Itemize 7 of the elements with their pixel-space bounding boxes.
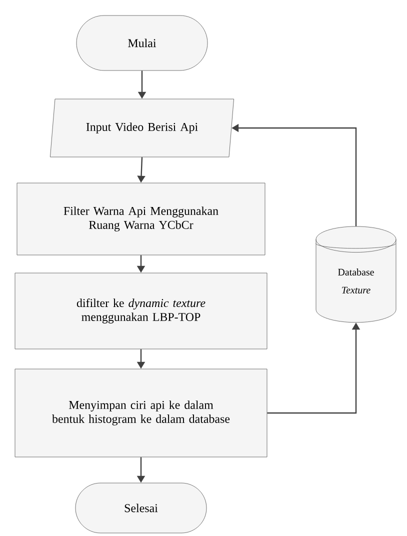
start-terminal: Mulai [76,15,208,71]
database-cylinder: Database Texture [316,226,396,323]
input-parallelogram: Input Video Berisi Api [50,98,234,158]
end-terminal: Selesai [75,482,207,534]
process-box: Filter Warna Api Menggunakan Ruang Warna YCbCr [16,182,266,256]
process-box: Menyimpan ciri api ke dalam bentuk histogram ke dalam database [14,368,268,458]
process-box: difilter ke dynamic texture menggunakan LBP-TOP [14,272,268,350]
